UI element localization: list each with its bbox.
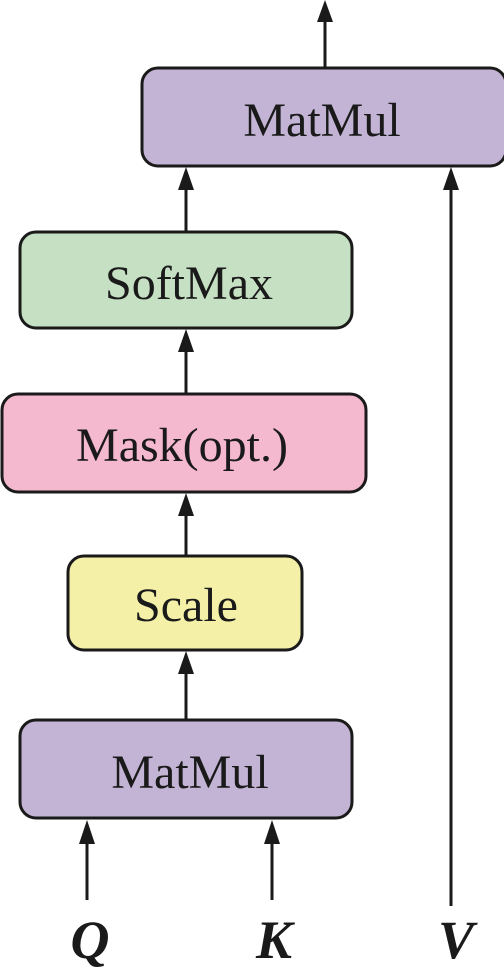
softmax-block: SoftMax <box>18 230 354 330</box>
mask-block: Mask(opt.) <box>0 392 368 494</box>
mask-label: Mask(opt.) <box>76 419 288 472</box>
matmul-bottom-block: MatMul <box>18 718 354 820</box>
input-v-label: V <box>438 910 478 970</box>
matmul-bottom-label: MatMul <box>111 746 268 799</box>
softmax-label: SoftMax <box>105 257 273 310</box>
arrowhead-q-to-matmul <box>79 820 95 844</box>
arrowhead-v-to-matmul <box>443 167 459 190</box>
scale-label: Scale <box>134 579 238 632</box>
arrowhead-matmul-to-scale <box>178 651 194 674</box>
matmul-top-block: MatMul <box>140 66 504 168</box>
scale-block: Scale <box>66 554 304 652</box>
matmul-top-label: MatMul <box>243 94 400 147</box>
arrowhead-softmax-to-matmul <box>178 167 194 190</box>
output-arrowhead <box>317 0 333 22</box>
input-k-label: K <box>255 910 296 970</box>
arrowhead-k-to-matmul <box>264 820 280 844</box>
arrowhead-scale-to-mask <box>178 493 194 516</box>
arrowhead-mask-to-softmax <box>178 329 194 352</box>
input-q-label: Q <box>71 910 110 970</box>
